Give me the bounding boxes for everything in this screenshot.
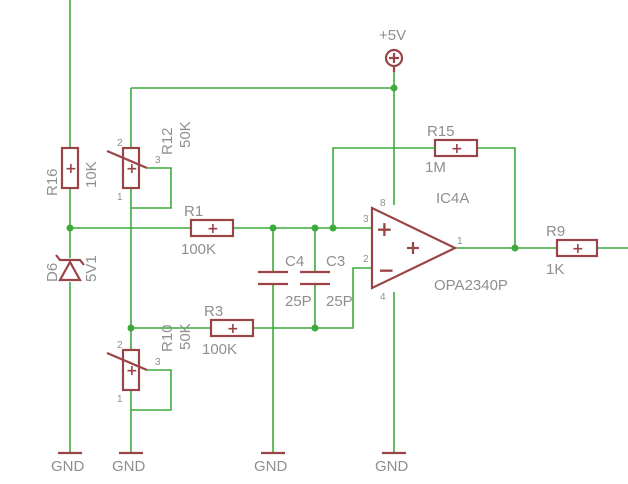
r16-ref: R16 — [44, 168, 61, 196]
opamp-minus: − — [378, 258, 395, 282]
c4-ref: C4 — [285, 253, 304, 270]
trimmer-r10: + 2 3 1 R10 50K — [106, 323, 194, 405]
wire-feedback-left — [332, 147, 415, 228]
supply-label: +5V — [379, 27, 406, 44]
r10-body — [121, 348, 141, 392]
r3-value: 100K — [202, 341, 237, 358]
ground-1: GND — [51, 451, 85, 475]
junction — [66, 224, 74, 232]
r10-ref: R10 — [159, 324, 176, 352]
c3-value: 25P — [326, 293, 353, 310]
r15-ref: R15 — [427, 123, 455, 140]
r15-mark: + — [451, 141, 463, 157]
r10-value: 50K — [177, 323, 194, 350]
opamp-pin-vcc: 8 — [380, 198, 386, 209]
wires — [69, 0, 628, 452]
ground-label: GND — [254, 458, 288, 475]
d6-bar — [55, 254, 85, 266]
capacitor-c4: C4 25P — [258, 253, 312, 310]
wire-inv-input — [315, 267, 372, 329]
junction — [127, 324, 135, 332]
r10-mark: + — [126, 363, 138, 379]
opamp-ic4a: + − 3 2 1 8 4 IC4A OPA2340P — [363, 190, 508, 303]
r3-body — [209, 318, 255, 338]
d6-ref: D6 — [44, 263, 61, 282]
r1-value: 100K — [181, 241, 216, 258]
r16-body — [60, 146, 80, 190]
r12-arrow — [106, 149, 148, 170]
opamp-ref: IC4A — [436, 190, 469, 207]
ground-2: GND — [112, 451, 146, 475]
r9-mark: + — [572, 241, 584, 257]
r12-pin1: 1 — [117, 192, 123, 203]
c3-ref: C3 — [326, 253, 345, 270]
trimmer-r12: + 2 3 1 R12 50K — [106, 121, 194, 203]
r12-body — [121, 146, 141, 190]
d6-triangle — [58, 259, 82, 282]
d6-value: 5V1 — [83, 255, 100, 282]
junction — [311, 324, 319, 332]
wire-r12-wiper-loop — [131, 167, 172, 209]
ground-label: GND — [51, 458, 85, 475]
r3-mark: + — [227, 321, 239, 337]
r12-ref: R12 — [159, 127, 176, 155]
r1-mark: + — [207, 221, 219, 237]
r9-ref: R9 — [546, 223, 565, 240]
r12-value: 50K — [177, 121, 194, 148]
resistor-r16: + R16 10K — [44, 146, 100, 196]
opamp-plus: + — [376, 217, 393, 241]
wire-feedback-right — [477, 147, 516, 248]
r10-pin3: 3 — [155, 357, 161, 368]
r9-value: 1K — [546, 261, 564, 278]
opamp-pin-gnd: 4 — [380, 292, 386, 303]
capacitor-c3: C3 25P — [300, 253, 353, 310]
opamp-part: OPA2340P — [434, 277, 508, 294]
r10-pin1: 1 — [117, 394, 123, 405]
ground-label: GND — [375, 458, 409, 475]
r1-body — [189, 218, 235, 238]
ground-3: GND — [254, 451, 288, 475]
resistor-r1: + R1 100K — [181, 203, 235, 258]
supply-5v: +5V — [379, 27, 406, 72]
zener-d6: D6 5V1 — [44, 254, 100, 282]
r12-pin3: 3 — [155, 155, 161, 166]
resistor-r3: + R3 100K — [202, 303, 255, 358]
r10-arrow — [106, 351, 148, 372]
ground-label: GND — [112, 458, 146, 475]
junction — [329, 224, 337, 232]
r16-value: 10K — [83, 161, 100, 188]
ground-4: GND — [375, 451, 409, 475]
r12-mark: + — [126, 161, 138, 177]
opamp-pin-noninv: 3 — [363, 214, 369, 225]
junction — [269, 224, 277, 232]
wire-r10-wiper-loop — [131, 369, 172, 411]
r15-value: 1M — [425, 159, 446, 176]
junctions — [66, 84, 519, 332]
r1-ref: R1 — [184, 203, 203, 220]
r3-ref: R3 — [204, 303, 223, 320]
resistor-r9: + R9 1K — [546, 223, 599, 278]
opamp-pin-out: 1 — [457, 236, 463, 247]
opamp-pin-inv: 2 — [363, 254, 369, 265]
r9-body — [555, 238, 599, 258]
c4-value: 25P — [285, 293, 312, 310]
junction — [390, 84, 398, 92]
junction — [511, 244, 519, 252]
resistor-r15: + R15 1M — [425, 123, 479, 176]
r12-pin2: 2 — [117, 138, 123, 149]
junction — [311, 224, 319, 232]
r10-pin2: 2 — [117, 340, 123, 351]
r16-mark: + — [65, 161, 77, 177]
